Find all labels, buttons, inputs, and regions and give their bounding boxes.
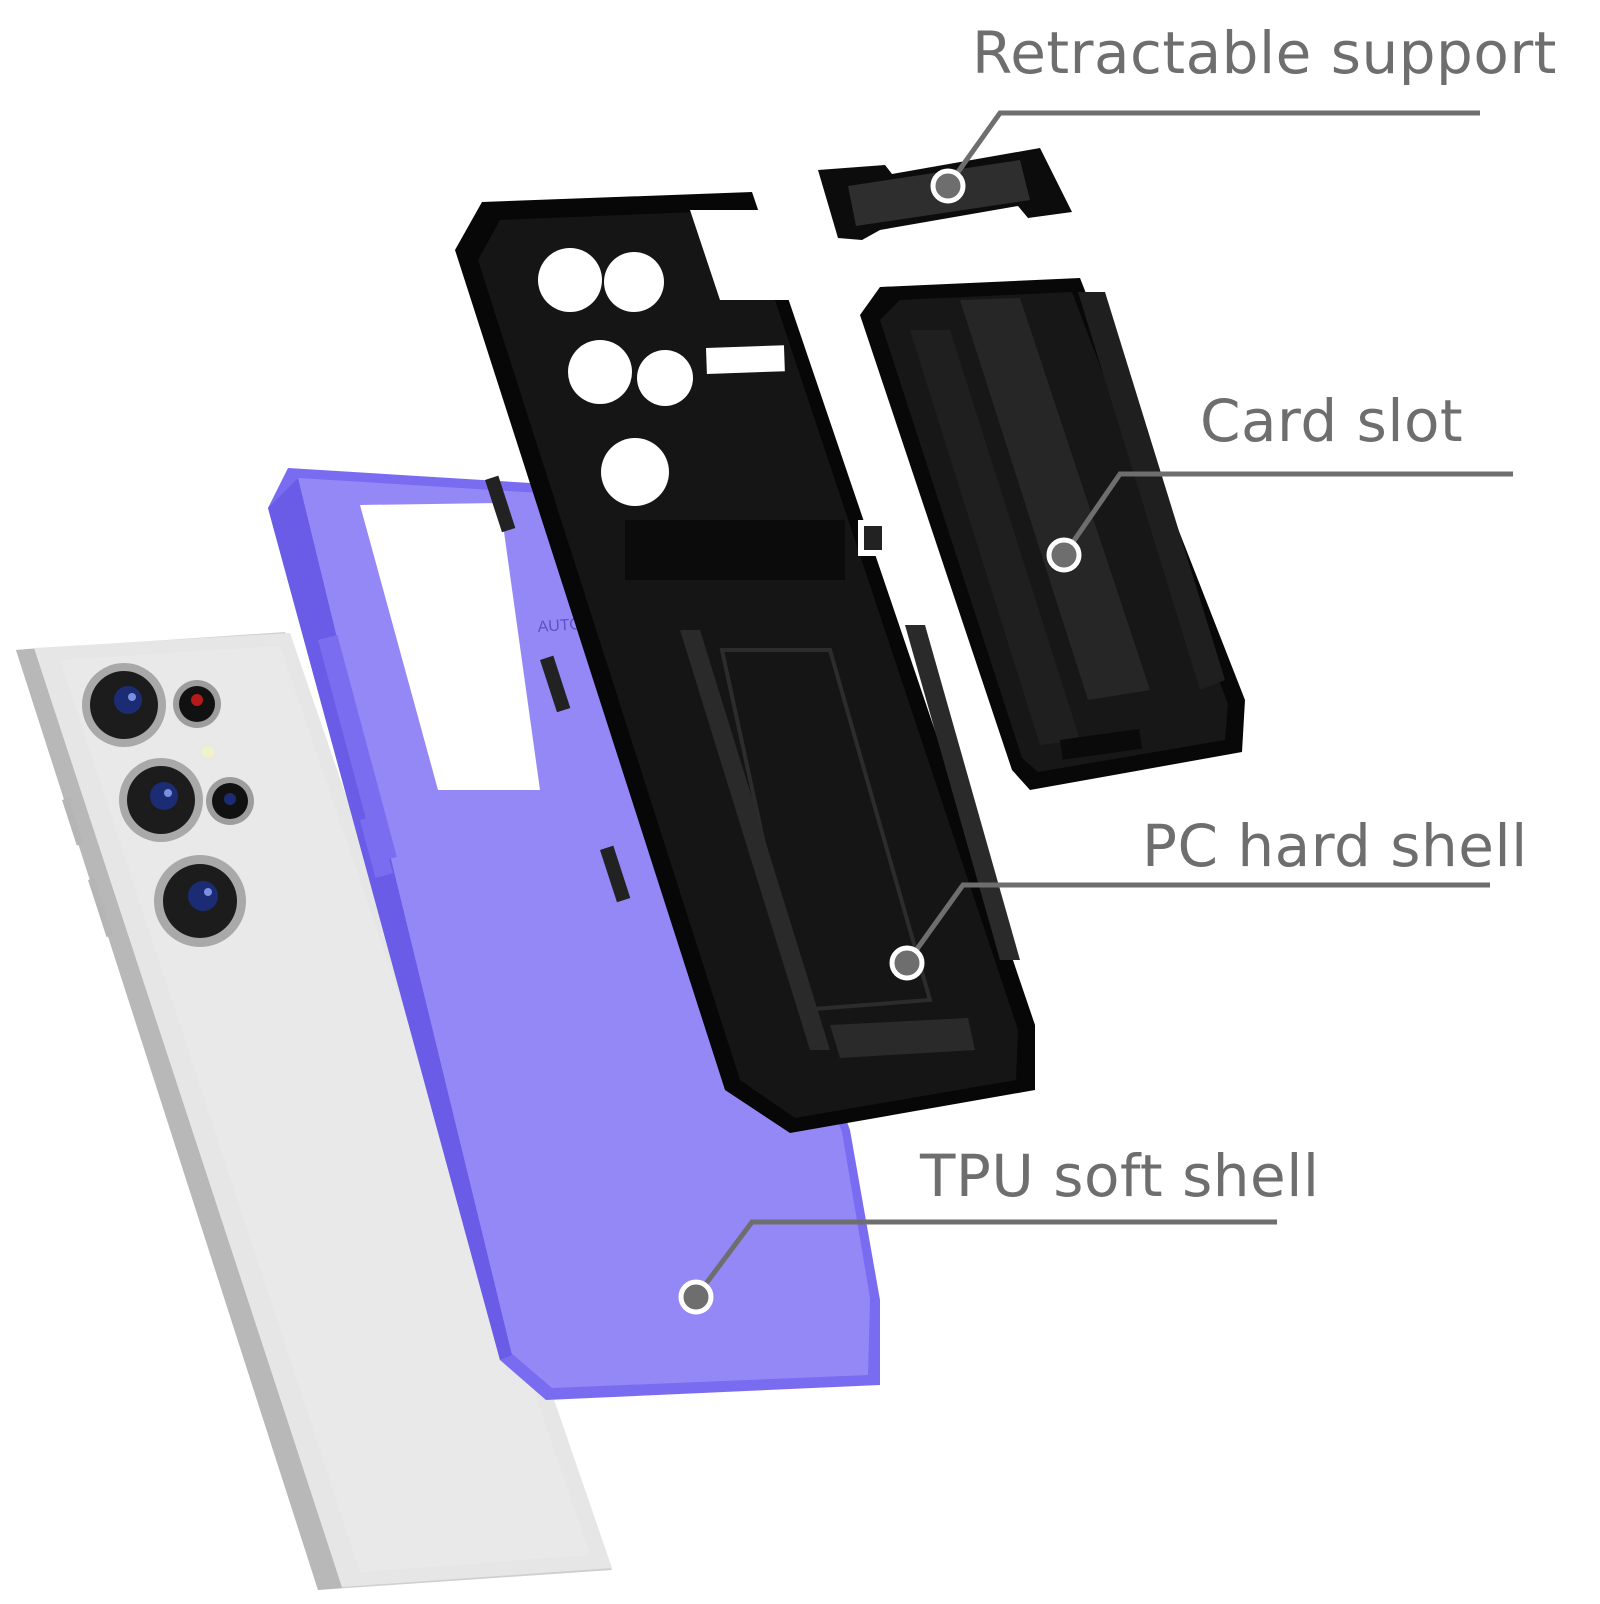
- dot-pc-hard-shell: [889, 945, 925, 981]
- tpu-soft-shell: AUTOFO: [268, 468, 880, 1400]
- dot-card-slot: [1046, 537, 1082, 573]
- callout-label-tpu-soft-shell: TPU soft shell: [920, 1142, 1320, 1210]
- leader-card-slot: [1061, 471, 1513, 557]
- pc-hard-shell: [455, 192, 1035, 1133]
- callout-label-pc-hard-shell: PC hard shell: [1142, 812, 1528, 880]
- leader-tpu-soft-shell: [693, 1219, 1277, 1299]
- leader-pc-hard-shell: [904, 882, 1490, 965]
- leader-retractable-support: [945, 110, 1480, 188]
- card-slot: [860, 278, 1245, 790]
- dot-tpu-soft-shell: [678, 1279, 714, 1315]
- phone-back: [16, 632, 612, 1590]
- callout-label-card-slot: Card slot: [1200, 387, 1464, 455]
- phone-camera-cluster: [82, 663, 254, 947]
- callout-leaders: [693, 110, 1513, 1299]
- dot-retractable-support: [930, 168, 966, 204]
- callout-dots: [678, 168, 1082, 1315]
- callout-label-retractable-support: Retractable support: [972, 19, 1557, 87]
